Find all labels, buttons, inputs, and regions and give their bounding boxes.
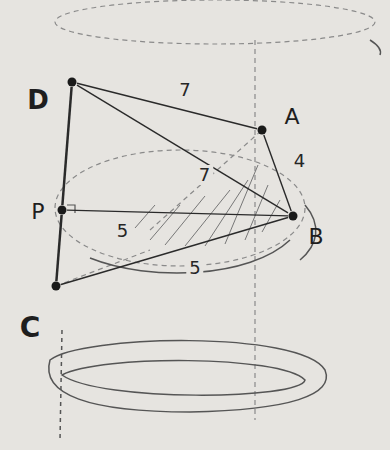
segment bbox=[264, 135, 291, 211]
length-label: 7 bbox=[176, 80, 193, 100]
axis-line bbox=[254, 40, 255, 420]
point-dot bbox=[67, 77, 77, 87]
middle-ellipse bbox=[55, 150, 305, 266]
length-label: 5 bbox=[186, 258, 203, 278]
length-label: 5 bbox=[114, 221, 131, 241]
segment bbox=[62, 87, 71, 205]
point-label: C bbox=[20, 314, 41, 342]
segment bbox=[56, 215, 61, 281]
point-dot bbox=[51, 281, 61, 291]
segment bbox=[67, 210, 288, 216]
point: D bbox=[67, 77, 77, 87]
point-label: A bbox=[284, 106, 299, 128]
segment bbox=[77, 85, 288, 213]
length-label: 4 bbox=[291, 151, 308, 171]
point: B bbox=[288, 211, 298, 221]
top-ellipse bbox=[55, 0, 375, 44]
length-label: 7 bbox=[196, 165, 213, 185]
dashed-line bbox=[56, 250, 150, 286]
hatching bbox=[135, 165, 280, 246]
point-dot bbox=[257, 125, 267, 135]
point: A bbox=[257, 125, 267, 135]
bottom-ellipse bbox=[49, 341, 327, 412]
top-mark bbox=[370, 40, 381, 55]
point: C bbox=[51, 281, 61, 291]
point: P bbox=[57, 205, 67, 215]
segment bbox=[77, 83, 257, 128]
bottom-inner bbox=[62, 361, 305, 396]
point-label: D bbox=[27, 87, 49, 113]
point-label: P bbox=[31, 201, 44, 223]
point-dot bbox=[288, 211, 298, 221]
right-angle-mark bbox=[67, 205, 75, 213]
segment bbox=[61, 217, 288, 284]
point-dot bbox=[57, 205, 67, 215]
cylinder-side bbox=[60, 330, 62, 440]
point-label: B bbox=[308, 226, 323, 248]
